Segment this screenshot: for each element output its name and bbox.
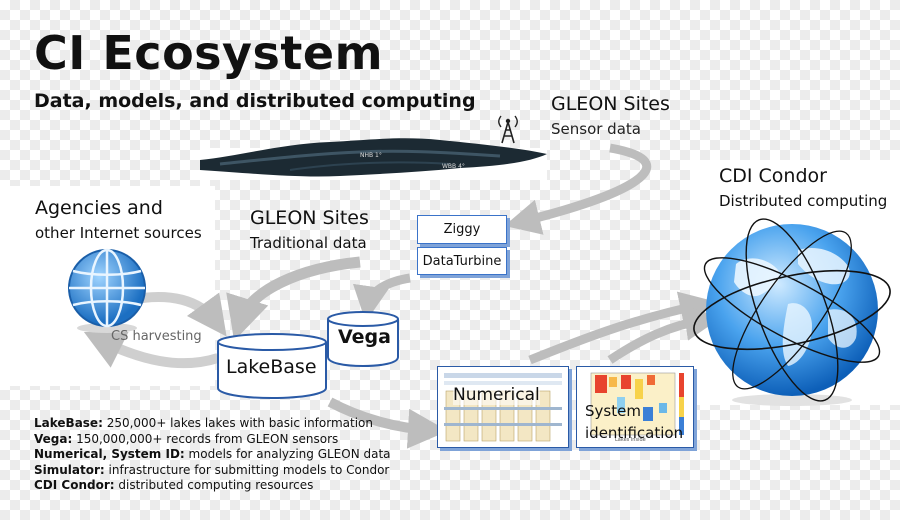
arrow-dataturbine-to-vega [353, 273, 411, 323]
gleon-traditional-subtitle: Traditional data [250, 234, 367, 252]
legend-item: LakeBase: 250,000+ lakes lakes with basi… [34, 416, 391, 432]
legend-item: Simulator: infrastructure for submitting… [34, 463, 391, 479]
vega-label: Vega [338, 326, 391, 348]
page-title: CI Ecosystem [34, 26, 384, 80]
legend-description: models for analyzing GLEON data [184, 447, 391, 461]
lake-label-left: NHB 1° [360, 152, 382, 159]
antenna-icon [498, 115, 518, 144]
cs-harvesting-label: CS harvesting [111, 329, 202, 344]
vega-cylinder [327, 311, 399, 368]
legend: LakeBase: 250,000+ lakes lakes with basi… [34, 416, 391, 494]
agencies-title: Agencies and [35, 197, 163, 219]
system-id-chart-xlabel: Lakes Inside [615, 437, 646, 443]
lake-map-image: NHB 1° WBB 4° [200, 130, 547, 180]
numerical-panel [437, 366, 569, 448]
arrow-lakebase-to-numerical [327, 397, 448, 449]
legend-description: 250,000+ lakes lakes with basic informat… [102, 416, 373, 430]
legend-item: CDI Condor: distributed computing resour… [34, 478, 391, 494]
system-id-panel: Lakes Inside [576, 366, 694, 448]
agencies-subtitle: other Internet sources [35, 224, 202, 242]
arrow-cs-harvesting [83, 331, 220, 369]
legend-term: Vega: [34, 431, 73, 446]
system-id-label-line1: System [585, 402, 641, 420]
system-id-label-line2: identification [585, 424, 684, 442]
legend-item: Numerical, System ID: models for analyzi… [34, 447, 391, 463]
gleon-sensor-title: GLEON Sites [551, 93, 670, 115]
legend-item: Vega: 150,000,000+ records from GLEON se… [34, 432, 391, 448]
lake-label-right: WBB 4° [442, 163, 465, 170]
arrow-numerical-to-condor [528, 291, 716, 365]
gleon-sensor-subtitle: Sensor data [551, 120, 641, 138]
ziggy-label: Ziggy [443, 222, 481, 237]
cdi-condor-title: CDI Condor [719, 165, 827, 187]
globe-icon [68, 248, 146, 333]
dataturbine-label: DataTurbine [422, 253, 502, 269]
world-globe-icon [693, 218, 891, 406]
cdi-condor-subtitle: Distributed computing [719, 192, 888, 210]
arrow-sysid-to-condor [607, 304, 722, 364]
dataturbine-box: DataTurbine [417, 247, 507, 275]
arrow-traditional-to-lakebase [226, 256, 361, 341]
legend-term: Numerical, System ID: [34, 447, 185, 461]
legend-term: LakeBase: [34, 416, 103, 430]
lakebase-cylinder [217, 333, 327, 400]
legend-description: infrastructure for submitting models to … [104, 462, 390, 477]
legend-description: distributed computing resources [114, 478, 314, 492]
gleon-traditional-title: GLEON Sites [250, 207, 369, 229]
legend-term: Simulator: [34, 462, 105, 477]
arrow-sensor-to-ziggy [504, 143, 652, 235]
numerical-label: Numerical [453, 385, 540, 405]
legend-term: CDI Condor: [34, 478, 115, 492]
page-subtitle: Data, models, and distributed computing [34, 90, 476, 112]
lakebase-label: LakeBase [226, 356, 317, 378]
legend-description: 150,000,000+ records from GLEON sensors [72, 431, 339, 446]
ziggy-box: Ziggy [417, 215, 507, 244]
